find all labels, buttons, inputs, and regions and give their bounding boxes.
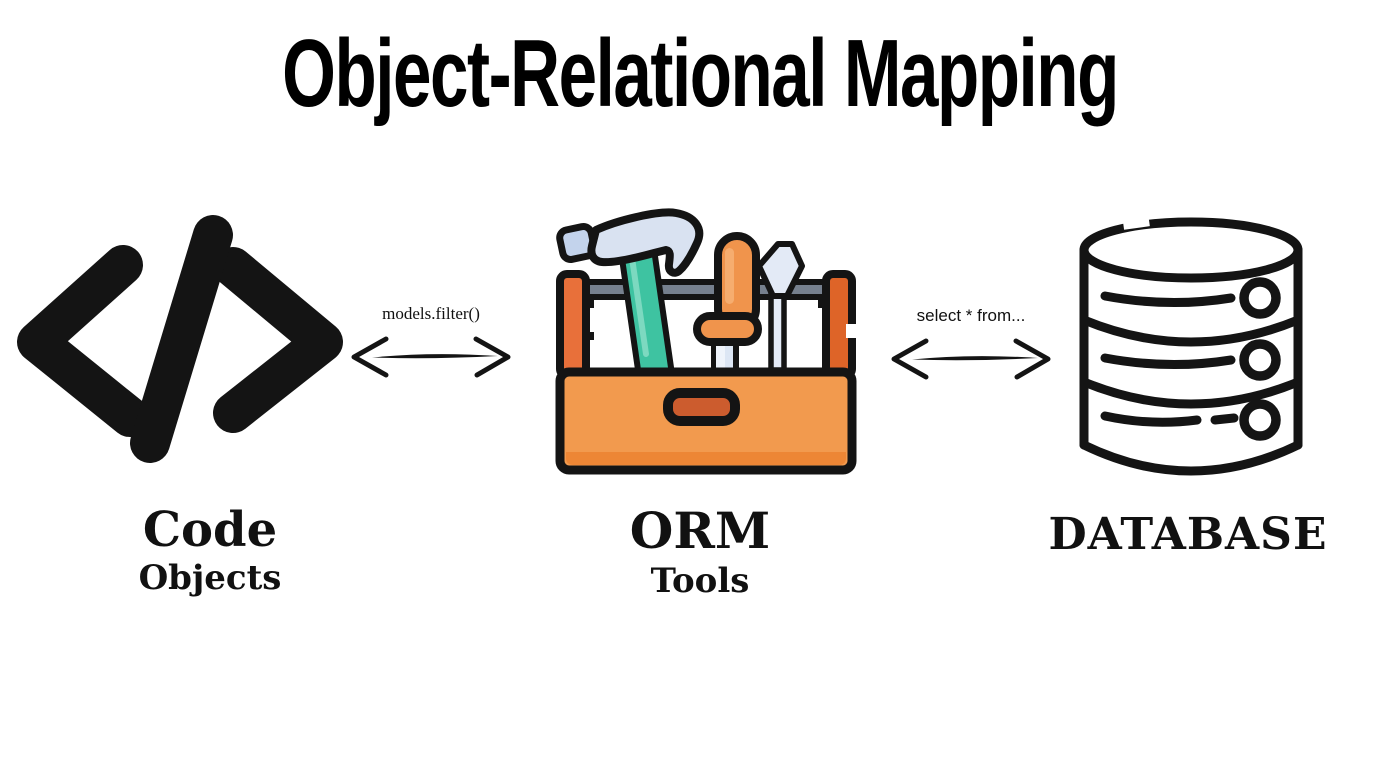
toolbox-icon <box>555 208 860 475</box>
screwdriver-icon <box>693 232 762 375</box>
toolbox-handle <box>663 388 740 426</box>
orm-node-sublabel: Tools <box>650 561 750 601</box>
db-separator-1 <box>1079 315 1303 347</box>
toolbox-front-panel <box>555 367 857 475</box>
diagram-title: Object-Relational Mapping <box>282 20 1119 127</box>
database-node-label: DATABASE <box>1048 509 1328 560</box>
connection-code-orm-label: models.filter() <box>382 304 480 323</box>
slash <box>130 215 233 463</box>
db-separator-2 <box>1079 377 1303 409</box>
left-angle-bracket <box>17 245 150 437</box>
db-bottom <box>1079 440 1303 476</box>
hammer-icon <box>556 208 704 392</box>
connection-orm-database: select * from... <box>886 302 1056 392</box>
database-cylinder-icon <box>1079 213 1303 476</box>
right-angle-bracket <box>213 247 343 433</box>
connection-code-orm: models.filter() <box>346 300 516 390</box>
orm-node-label: ORM <box>629 501 771 560</box>
toolbox-walls <box>556 270 860 380</box>
db-outline-gap <box>1122 213 1150 230</box>
connection-orm-database-label: select * from... <box>916 306 1026 325</box>
bidirectional-arrow-icon <box>891 338 1051 380</box>
code-brackets-icon <box>17 215 343 463</box>
bidirectional-arrow-icon <box>351 336 511 378</box>
db-top <box>1079 217 1303 283</box>
code-node-label: Code <box>142 502 278 558</box>
toolbox-rail <box>569 279 843 300</box>
code-node-sublabel: Objects <box>138 558 282 598</box>
